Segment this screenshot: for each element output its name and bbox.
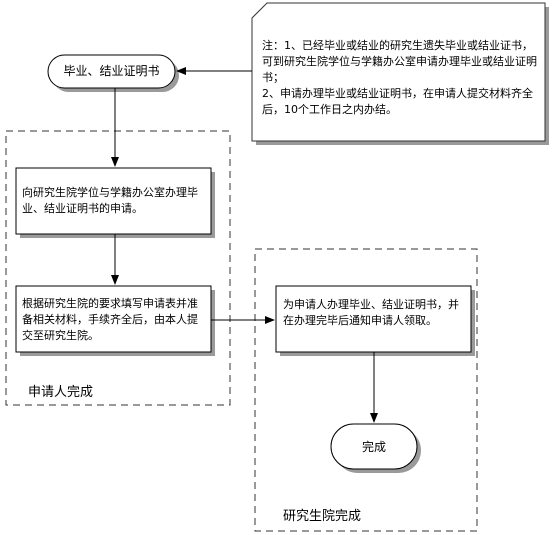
applicant-zone-label: 申请人完成 (28, 385, 94, 400)
applicant-zone (5, 130, 231, 406)
step2-text: 根据研究生院的要求填写申请表并准备相关材料，手续齐全后，由本人提交至研究生院。 (22, 297, 198, 342)
note-line-1: 注：1、已经毕业或结业的研究生遗失毕业或结业证书，可到研究生院学位与学籍办公室申… (262, 39, 537, 84)
start-terminator (47, 54, 176, 89)
step1-text: 向研究生院学位与学籍办公室办理毕业、结业证明书的申请。 (22, 186, 198, 215)
end-label: 完成 (361, 440, 386, 454)
graduate-school-zone-label: 研究生院完成 (283, 509, 362, 524)
step2-box (15, 285, 212, 353)
step1-box (15, 167, 212, 235)
note-line-2: 2、申请办理毕业或结业证明书，在申请人提交材料齐全后，10个工作日之内办结。 (262, 87, 533, 116)
note-box (251, 2, 546, 142)
start-label: 毕业、结业证明书 (63, 64, 160, 78)
graduate-school-zone (254, 248, 478, 532)
school-step-box (275, 285, 472, 353)
note-text: 注：1、已经毕业或结业的研究生遗失毕业或结业证书，可到研究生院学位与学籍办公室申… (262, 38, 540, 118)
school-step-text: 为申请人办理毕业、结业证明书，并在办理完毕后通知申请人领取。 (283, 298, 459, 327)
end-terminator (330, 423, 418, 470)
